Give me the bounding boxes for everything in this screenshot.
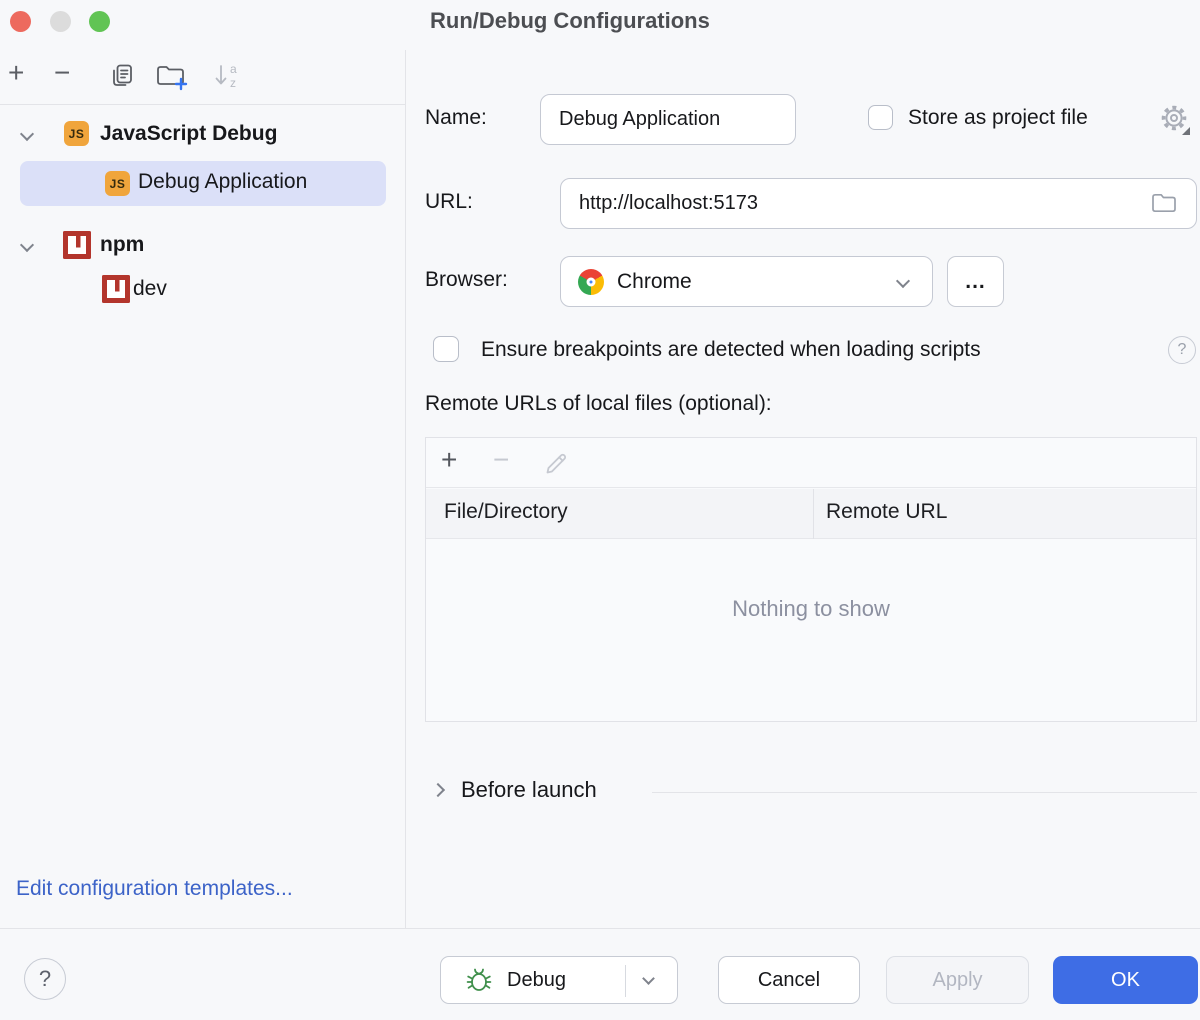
minimize-window-button[interactable] <box>50 11 71 32</box>
zoom-window-button[interactable] <box>89 11 110 32</box>
name-input[interactable] <box>540 94 796 145</box>
tree-item-label: dev <box>133 277 167 300</box>
tree-item-debug-application[interactable]: JS Debug Application <box>20 161 386 206</box>
remote-urls-table: + − File/Directory Remote URL Nothing to… <box>425 437 1197 722</box>
column-header-remote-url[interactable]: Remote URL <box>826 500 948 523</box>
svg-text:a: a <box>230 62 237 76</box>
ensure-breakpoints-label: Ensure breakpoints are detected when loa… <box>481 338 981 361</box>
add-configuration-icon[interactable]: + <box>8 57 25 88</box>
column-divider <box>813 489 814 539</box>
table-remove-icon[interactable]: − <box>493 444 510 475</box>
remote-urls-label: Remote URLs of local files (optional): <box>425 392 772 415</box>
tree-item-label: JavaScript Debug <box>100 122 278 145</box>
name-label: Name: <box>425 106 487 129</box>
store-as-project-file-checkbox[interactable] <box>868 105 893 130</box>
tree-item-npm[interactable]: npm <box>0 229 405 265</box>
chevron-down-icon[interactable] <box>642 972 655 985</box>
copy-configuration-icon[interactable] <box>108 62 136 90</box>
chevron-down-icon[interactable] <box>19 126 35 142</box>
new-folder-icon[interactable] <box>155 61 189 91</box>
tree-item-label: Debug Application <box>138 170 308 193</box>
before-launch-section[interactable]: Before launch <box>425 775 1197 809</box>
toolbar-separator <box>0 104 406 105</box>
panel-divider <box>405 50 406 928</box>
edit-configuration-templates-link[interactable]: Edit configuration templates... <box>16 877 293 900</box>
ok-button[interactable]: OK <box>1053 956 1198 1004</box>
cancel-button[interactable]: Cancel <box>718 956 860 1004</box>
column-header-file-directory[interactable]: File/Directory <box>444 500 568 523</box>
close-window-button[interactable] <box>10 11 31 32</box>
url-label: URL: <box>425 190 473 213</box>
javascript-icon: JS <box>64 121 89 146</box>
dialog-help-button[interactable]: ? <box>24 958 66 1000</box>
table-toolbar: + − <box>426 438 1196 488</box>
footer-separator <box>0 928 1200 929</box>
table-header: File/Directory Remote URL <box>426 489 1196 539</box>
store-as-project-file-label: Store as project file <box>908 106 1088 129</box>
remove-configuration-icon[interactable]: − <box>54 57 71 88</box>
tree-item-dev[interactable]: dev <box>0 273 405 309</box>
table-add-icon[interactable]: + <box>441 444 458 475</box>
section-rule <box>652 792 1197 793</box>
ensure-breakpoints-checkbox[interactable] <box>433 336 459 362</box>
bug-icon <box>465 966 493 994</box>
dialog-title: Run/Debug Configurations <box>430 8 710 33</box>
chevron-down-icon[interactable] <box>19 237 35 253</box>
help-icon[interactable]: ? <box>1168 336 1196 364</box>
npm-icon <box>102 275 130 303</box>
debug-split-button[interactable]: Debug <box>440 956 678 1004</box>
browser-value: Chrome <box>617 269 692 293</box>
browse-folder-icon[interactable] <box>1150 191 1178 215</box>
before-launch-label: Before launch <box>461 777 597 802</box>
url-input[interactable] <box>560 178 1197 229</box>
table-edit-pencil-icon[interactable] <box>542 448 572 478</box>
browser-more-button[interactable]: ... <box>947 256 1004 307</box>
browser-label: Browser: <box>425 268 508 291</box>
chrome-icon <box>578 268 604 295</box>
chevron-down-icon <box>895 273 911 289</box>
sort-alphabetically-icon[interactable]: a z <box>212 61 242 91</box>
javascript-icon: JS <box>105 171 130 196</box>
tree-item-javascript-debug[interactable]: JS JavaScript Debug <box>0 118 405 154</box>
table-empty-text: Nothing to show <box>732 596 890 621</box>
browser-select[interactable]: Chrome <box>560 256 933 307</box>
npm-icon <box>63 231 91 259</box>
svg-text:z: z <box>230 76 236 90</box>
debug-button-label: Debug <box>507 968 566 991</box>
chevron-right-icon[interactable] <box>430 782 446 798</box>
gear-icon[interactable] <box>1158 102 1192 136</box>
tree-item-label: npm <box>100 233 145 256</box>
split-button-divider <box>625 965 626 997</box>
apply-button[interactable]: Apply <box>886 956 1029 1004</box>
